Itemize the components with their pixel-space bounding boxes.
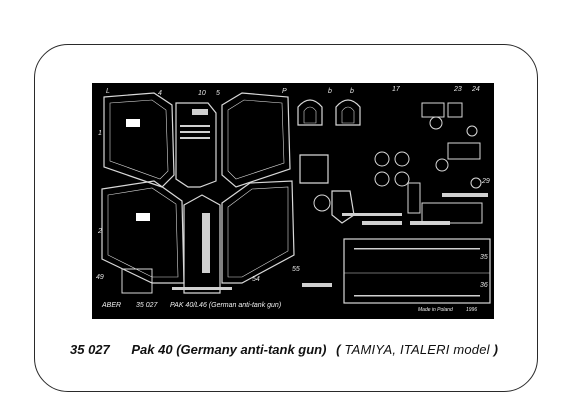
compatible-models: ( TAMIYA, ITALERI model ) (336, 342, 499, 357)
fret-label-4: 4 (158, 90, 162, 97)
arch-part-a (297, 99, 323, 126)
fret-label-29: 29 (481, 178, 490, 185)
shield-bracket (331, 190, 355, 224)
fret-label-49: 49 (96, 274, 104, 281)
photo-etch-fret-image: L P 4 10 5 1 2 49 b b 17 23 24 29 35 36 … (92, 83, 494, 319)
fret-label-b2: b (350, 88, 354, 95)
fret-label-17: 17 (392, 86, 401, 93)
shield-lower-right (221, 180, 295, 284)
fret-label-36: 36 (480, 282, 488, 289)
product-title: Pak 40 (Germany anti-tank gun) (131, 342, 327, 357)
product-caption: 35 027 Pak 40 (Germany anti-tank gun) ( … (70, 342, 530, 362)
fret-label-b: b (328, 88, 332, 95)
fret-label-1: 1 (98, 130, 102, 137)
fret-label-P: P (282, 88, 287, 95)
fret-brand: ABER (101, 302, 121, 309)
fret-label-23: 23 (453, 86, 462, 93)
fret-name: PAK 40/L46 (German anti-tank gun) (170, 302, 281, 309)
fret-label-54: 54 (252, 276, 260, 283)
fret-label-55: 55 (292, 266, 300, 273)
center-lower-part (183, 194, 221, 294)
fret-label-10: 10 (198, 90, 206, 97)
large-plate (343, 238, 491, 304)
fret-label-24: 24 (471, 86, 480, 93)
center-upper-part (175, 102, 217, 188)
tube-part (299, 154, 329, 184)
fret-label-L: L (106, 88, 110, 95)
fret-origin: Made in Poland (418, 307, 453, 313)
fret-label-35: 35 (480, 254, 488, 261)
shield-upper-left (103, 92, 175, 188)
fret-label-5: 5 (216, 90, 220, 97)
fret-code: 35 027 (136, 302, 159, 309)
fret-year: 1996 (466, 307, 477, 313)
fret-label-2: 2 (97, 228, 102, 235)
product-code: 35 027 (70, 342, 110, 357)
shield-upper-right (221, 92, 291, 188)
shield-lower-left (101, 180, 185, 284)
arch-part-b (335, 99, 361, 126)
